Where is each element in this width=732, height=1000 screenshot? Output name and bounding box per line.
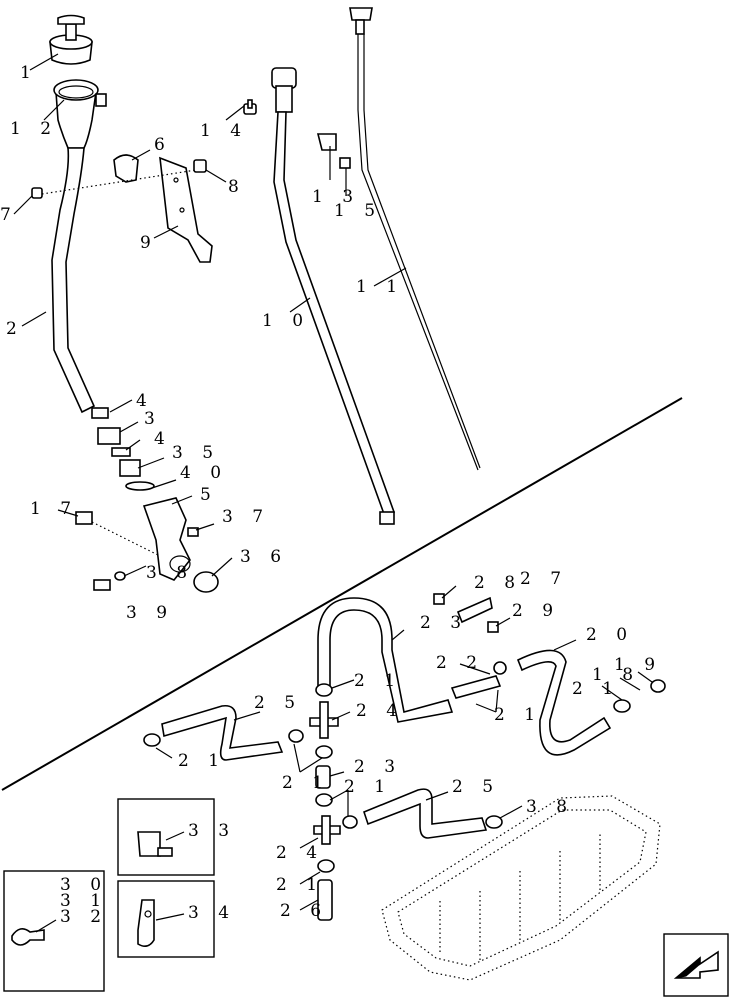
oil-pan: [381, 795, 661, 981]
dipstick: [349, 7, 481, 471]
callout-34: 3 4: [188, 903, 236, 923]
callout-24b: 2 4: [276, 843, 324, 863]
callout-36: 3 6: [240, 547, 288, 567]
filler-tube: [51, 147, 96, 414]
callout-13: 1 3: [312, 187, 360, 207]
callout-21e: 2 1: [282, 773, 330, 793]
callout-20: 2 0: [586, 625, 634, 645]
callout-labels: 1 1 2 6 1 4 8 7 9 1 3 1 5 1 1 1 0 2 4 3 …: [0, 63, 662, 927]
clip-13: [316, 133, 337, 151]
bracket-9: [159, 156, 213, 263]
callout-18: 1 8: [592, 665, 640, 685]
callout-26: 2 6: [280, 901, 328, 921]
inset-box-30: [3, 870, 105, 992]
callout-12: 1 2: [10, 119, 58, 139]
callout-29: 2 9: [512, 601, 560, 621]
callout-38a: 3 8: [146, 563, 194, 583]
inset-box-34: [117, 880, 215, 958]
callout-31: 3 1: [60, 891, 108, 911]
callout-7: 7: [0, 205, 18, 225]
callout-21c: 2 1: [494, 705, 542, 725]
callout-25a: 2 5: [254, 693, 302, 713]
bolt-8: [193, 159, 207, 173]
callout-9: 9: [140, 233, 158, 253]
inset-box-33: [117, 798, 215, 876]
callout-30: 3 0: [60, 875, 108, 895]
nut-15: [339, 157, 351, 169]
callout-23b: 2 3: [354, 757, 402, 777]
callout-14: 1 4: [200, 121, 248, 141]
section-divider: [1, 397, 683, 791]
callout-21a: 2 1: [354, 671, 402, 691]
callout-25b: 2 5: [452, 777, 500, 797]
callout-4b: 4: [154, 429, 172, 449]
callout-33: 3 3: [188, 821, 236, 841]
callout-39: 3 9: [126, 603, 174, 623]
callout-40: 4 0: [180, 463, 228, 483]
callout-3: 3: [144, 409, 162, 429]
clamp-6: [113, 154, 139, 183]
callout-1: 1: [20, 63, 38, 83]
callout-38b: 3 8: [526, 797, 574, 817]
callout-21f: 2 1: [344, 777, 392, 797]
callout-10: 1 0: [262, 311, 310, 331]
filler-fittings: [75, 407, 219, 593]
callout-2: 2: [6, 319, 24, 339]
bolt-7: [31, 187, 43, 199]
callout-19: 1 9: [614, 655, 662, 675]
callout-28: 2 8: [474, 573, 522, 593]
filler-neck: [53, 79, 107, 149]
callout-22: 2 2: [436, 653, 484, 673]
dipstick-tube: [271, 67, 396, 525]
callout-17: 1 7: [30, 499, 78, 519]
filler-cap: [49, 14, 93, 65]
callout-23a: 2 3: [420, 613, 468, 633]
callout-32: 3 2: [60, 907, 108, 927]
callout-27: 2 7: [520, 569, 568, 589]
callout-11: 1 1: [356, 277, 404, 297]
callout-37: 3 7: [222, 507, 270, 527]
callout-15: 1 5: [334, 201, 382, 221]
callout-24a: 2 4: [356, 701, 404, 721]
callout-21d: 2 1: [178, 751, 226, 771]
bolt-14: [243, 99, 257, 115]
callout-21g: 2 1: [276, 875, 324, 895]
callout-21b: 2 1: [572, 679, 620, 699]
callout-35: 3 5: [172, 443, 220, 463]
leader-lines: [13, 53, 653, 933]
callout-8: 8: [228, 177, 246, 197]
callout-6: 6: [154, 135, 172, 155]
next-page-arrow-icon[interactable]: [663, 933, 729, 997]
callout-5: 5: [200, 485, 218, 505]
hose-assembly: [143, 593, 666, 921]
callout-4a: 4: [136, 391, 154, 411]
